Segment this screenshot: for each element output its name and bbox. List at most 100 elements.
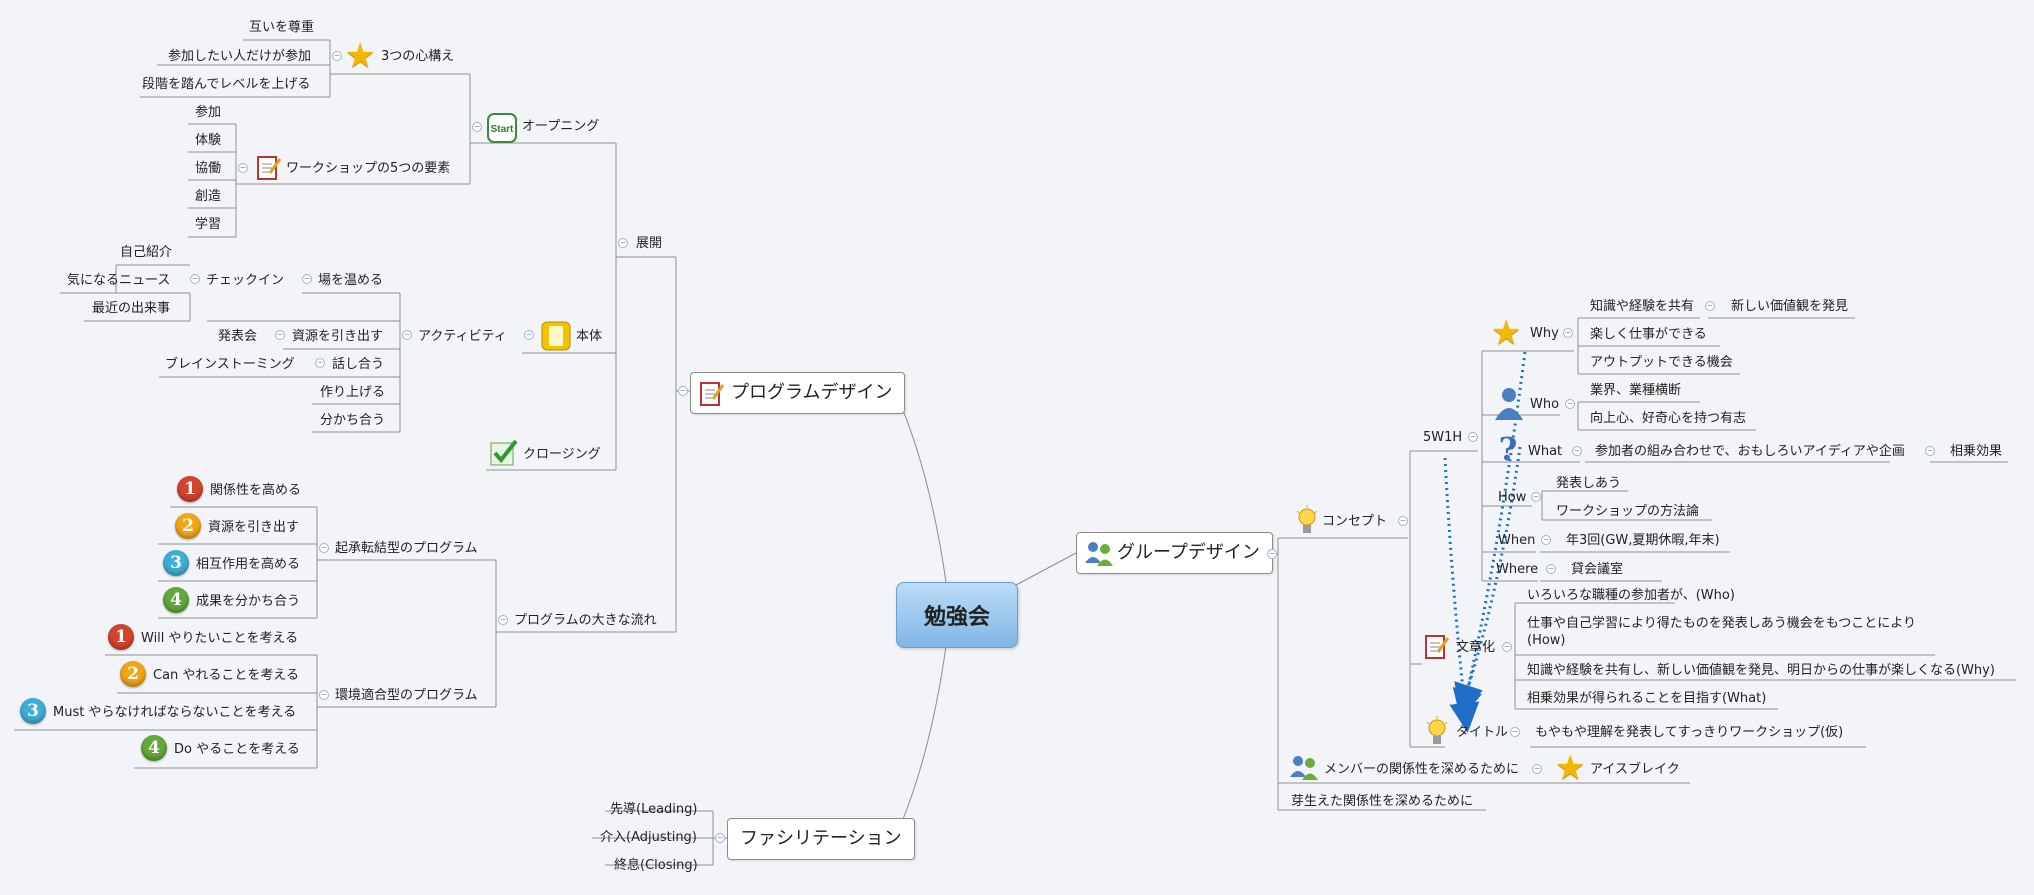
kisho-item[interactable]: 相互作用を高める bbox=[196, 557, 301, 572]
facil-collapse-toggle[interactable]: − bbox=[715, 833, 725, 843]
mebae-label[interactable]: 芽生えた関係性を深めるために bbox=[1291, 794, 1474, 809]
tenkai-label[interactable]: 展開 bbox=[636, 236, 663, 251]
hanashiau-label[interactable]: 話し合う bbox=[332, 357, 385, 372]
facil-item[interactable]: 介入(Adjusting) bbox=[600, 830, 697, 845]
what-item[interactable]: 参加者の組み合わせで、おもしろいアイディアや企画 bbox=[1595, 444, 1905, 459]
ws-item[interactable]: 学習 bbox=[195, 217, 222, 232]
happyo-label[interactable]: 発表会 bbox=[218, 329, 258, 344]
kisho-item[interactable]: 関係性を高める bbox=[210, 483, 302, 498]
how-collapse-toggle[interactable]: − bbox=[1531, 492, 1541, 502]
group-collapse-toggle[interactable]: − bbox=[1267, 549, 1277, 559]
program-design-topic[interactable]: プログラムデザイン bbox=[690, 372, 906, 414]
bunsho-item[interactable]: 仕事や自己学習により得たものを発表しあう機会をもつことにより(How) bbox=[1527, 616, 1916, 648]
group-design-topic[interactable]: グループデザイン bbox=[1076, 532, 1273, 574]
checkin-label[interactable]: チェックイン bbox=[206, 273, 285, 288]
ws-item[interactable]: 体験 bbox=[195, 133, 222, 148]
kankyo-item[interactable]: Do やることを考える bbox=[174, 742, 300, 757]
kankyo-item[interactable]: Can やれることを考える bbox=[153, 668, 300, 683]
why-sub-item[interactable]: 新しい価値観を発見 bbox=[1731, 299, 1849, 314]
icebreak-label[interactable]: アイスブレイク bbox=[1590, 762, 1680, 777]
kisho-item[interactable]: 成果を分かち合う bbox=[196, 594, 301, 609]
bunsho-item[interactable]: 知識や経験を共有し、新しい価値観を発見、明日からの仕事が楽しくなる(Why) bbox=[1527, 663, 1995, 678]
where-item[interactable]: 貸会議室 bbox=[1571, 562, 1624, 577]
when-item[interactable]: 年3回(GW,夏期休暇,年末) bbox=[1566, 533, 1720, 548]
checkin-item[interactable]: 最近の出来事 bbox=[92, 301, 171, 316]
kokoro-item[interactable]: 参加したい人だけが参加 bbox=[168, 49, 312, 64]
bawo-label[interactable]: 場を温める bbox=[318, 273, 384, 288]
why-collapse-toggle[interactable]: − bbox=[1563, 328, 1573, 338]
facilitation-topic[interactable]: ファシリテーション bbox=[727, 818, 915, 860]
where-collapse-toggle[interactable]: − bbox=[1546, 564, 1556, 574]
bawo-collapse-toggle[interactable]: − bbox=[302, 274, 312, 284]
checkin-item[interactable]: 気になるニュース bbox=[67, 273, 171, 288]
kankyo-label[interactable]: 環境適合型のプログラム bbox=[335, 688, 478, 703]
ws-item[interactable]: 協働 bbox=[195, 161, 222, 176]
tenkai-collapse-toggle[interactable]: − bbox=[618, 238, 628, 248]
who-label[interactable]: Who bbox=[1530, 397, 1560, 412]
hontai-collapse-toggle[interactable]: − bbox=[524, 330, 534, 340]
kankyo-item[interactable]: Must やらなければならないことを考える bbox=[53, 705, 297, 720]
title-node-label[interactable]: タイトル bbox=[1456, 725, 1509, 740]
facil-item[interactable]: 先導(Leading) bbox=[610, 802, 698, 817]
5w1h-label[interactable]: 5W1H bbox=[1423, 430, 1463, 445]
ws-item[interactable]: 参加 bbox=[195, 105, 222, 120]
who-item[interactable]: 業界、業種横断 bbox=[1590, 383, 1682, 398]
shigen-collapse-toggle[interactable]: − bbox=[275, 330, 285, 340]
why-sub-toggle[interactable]: − bbox=[1705, 301, 1715, 311]
concept-label[interactable]: コンセプト bbox=[1322, 514, 1388, 529]
member-label[interactable]: メンバーの関係性を深めるために bbox=[1324, 762, 1520, 777]
hanashiau-collapse-toggle[interactable]: − bbox=[315, 358, 325, 368]
shigen-label[interactable]: 資源を引き出す bbox=[292, 329, 384, 344]
bunsho-label[interactable]: 文章化 bbox=[1456, 640, 1496, 655]
opening-collapse-toggle[interactable]: − bbox=[472, 122, 482, 132]
closing-label[interactable]: クロージング bbox=[523, 447, 601, 462]
where-label[interactable]: Where bbox=[1496, 562, 1539, 577]
facil-item[interactable]: 終息(Closing) bbox=[614, 858, 698, 873]
program-collapse-toggle[interactable]: − bbox=[678, 386, 688, 396]
checkin-collapse-toggle[interactable]: − bbox=[190, 274, 200, 284]
why-label[interactable]: Why bbox=[1530, 326, 1559, 341]
how-item[interactable]: 発表しあう bbox=[1556, 476, 1622, 491]
kokoro-item[interactable]: 互いを尊重 bbox=[249, 20, 315, 35]
brainstorm-label[interactable]: ブレインストーミング bbox=[165, 357, 295, 372]
flow-label[interactable]: プログラムの大きな流れ bbox=[514, 613, 657, 628]
kokorogamae-label[interactable]: 3つの心構え bbox=[381, 49, 455, 64]
kokoro-item[interactable]: 段階を踏んでレベルを上げる bbox=[142, 77, 311, 92]
opening-label[interactable]: オープニング bbox=[522, 119, 600, 134]
ws-item[interactable]: 創造 bbox=[195, 189, 222, 204]
how-item[interactable]: ワークショップの方法論 bbox=[1556, 504, 1700, 519]
when-collapse-toggle[interactable]: − bbox=[1541, 535, 1551, 545]
ws-collapse-toggle[interactable]: − bbox=[238, 163, 248, 173]
what-sub-toggle[interactable]: − bbox=[1925, 446, 1935, 456]
when-label[interactable]: When bbox=[1498, 533, 1536, 548]
activity-collapse-toggle[interactable]: − bbox=[402, 330, 412, 340]
what-sub-item[interactable]: 相乗効果 bbox=[1950, 444, 2003, 459]
why-item[interactable]: アウトプットできる機会 bbox=[1590, 355, 1733, 370]
wakachi-label[interactable]: 分かち合う bbox=[320, 413, 386, 428]
member-collapse-toggle[interactable]: − bbox=[1532, 764, 1542, 774]
who-collapse-toggle[interactable]: − bbox=[1565, 399, 1575, 409]
kisho-collapse-toggle[interactable]: − bbox=[319, 543, 329, 553]
kankyo-collapse-toggle[interactable]: − bbox=[319, 690, 329, 700]
bunsho-item[interactable]: 相乗効果が得られることを目指す(What) bbox=[1527, 691, 1767, 706]
kokoro-collapse-toggle[interactable]: − bbox=[332, 51, 342, 61]
title-collapse-toggle[interactable]: − bbox=[1510, 727, 1520, 737]
activity-label[interactable]: アクティビティ bbox=[418, 329, 507, 344]
what-collapse-toggle[interactable]: − bbox=[1572, 446, 1582, 456]
5w1h-collapse-toggle[interactable]: − bbox=[1468, 432, 1478, 442]
title-item[interactable]: もやもや理解を発表してすっきりワークショップ(仮) bbox=[1535, 725, 1844, 740]
kisho-label[interactable]: 起承転結型のプログラム bbox=[335, 541, 478, 556]
concept-collapse-toggle[interactable]: − bbox=[1398, 516, 1408, 526]
ws-elements-label[interactable]: ワークショップの5つの要素 bbox=[286, 161, 451, 176]
why-item[interactable]: 知識や経験を共有 bbox=[1590, 299, 1695, 314]
bunsho-item[interactable]: いろいろな職種の参加者が、(Who) bbox=[1527, 588, 1735, 603]
central-topic[interactable]: 勉強会 bbox=[896, 582, 1018, 648]
what-label[interactable]: What bbox=[1528, 444, 1563, 459]
why-item[interactable]: 楽しく仕事ができる bbox=[1590, 327, 1707, 342]
kankyo-item[interactable]: Will やりたいことを考える bbox=[141, 631, 299, 646]
tsukuri-label[interactable]: 作り上げる bbox=[320, 385, 386, 400]
how-label[interactable]: How bbox=[1498, 490, 1527, 505]
who-item[interactable]: 向上心、好奇心を持つ有志 bbox=[1590, 411, 1747, 426]
checkin-item[interactable]: 自己紹介 bbox=[120, 245, 173, 260]
flow-collapse-toggle[interactable]: − bbox=[498, 615, 508, 625]
